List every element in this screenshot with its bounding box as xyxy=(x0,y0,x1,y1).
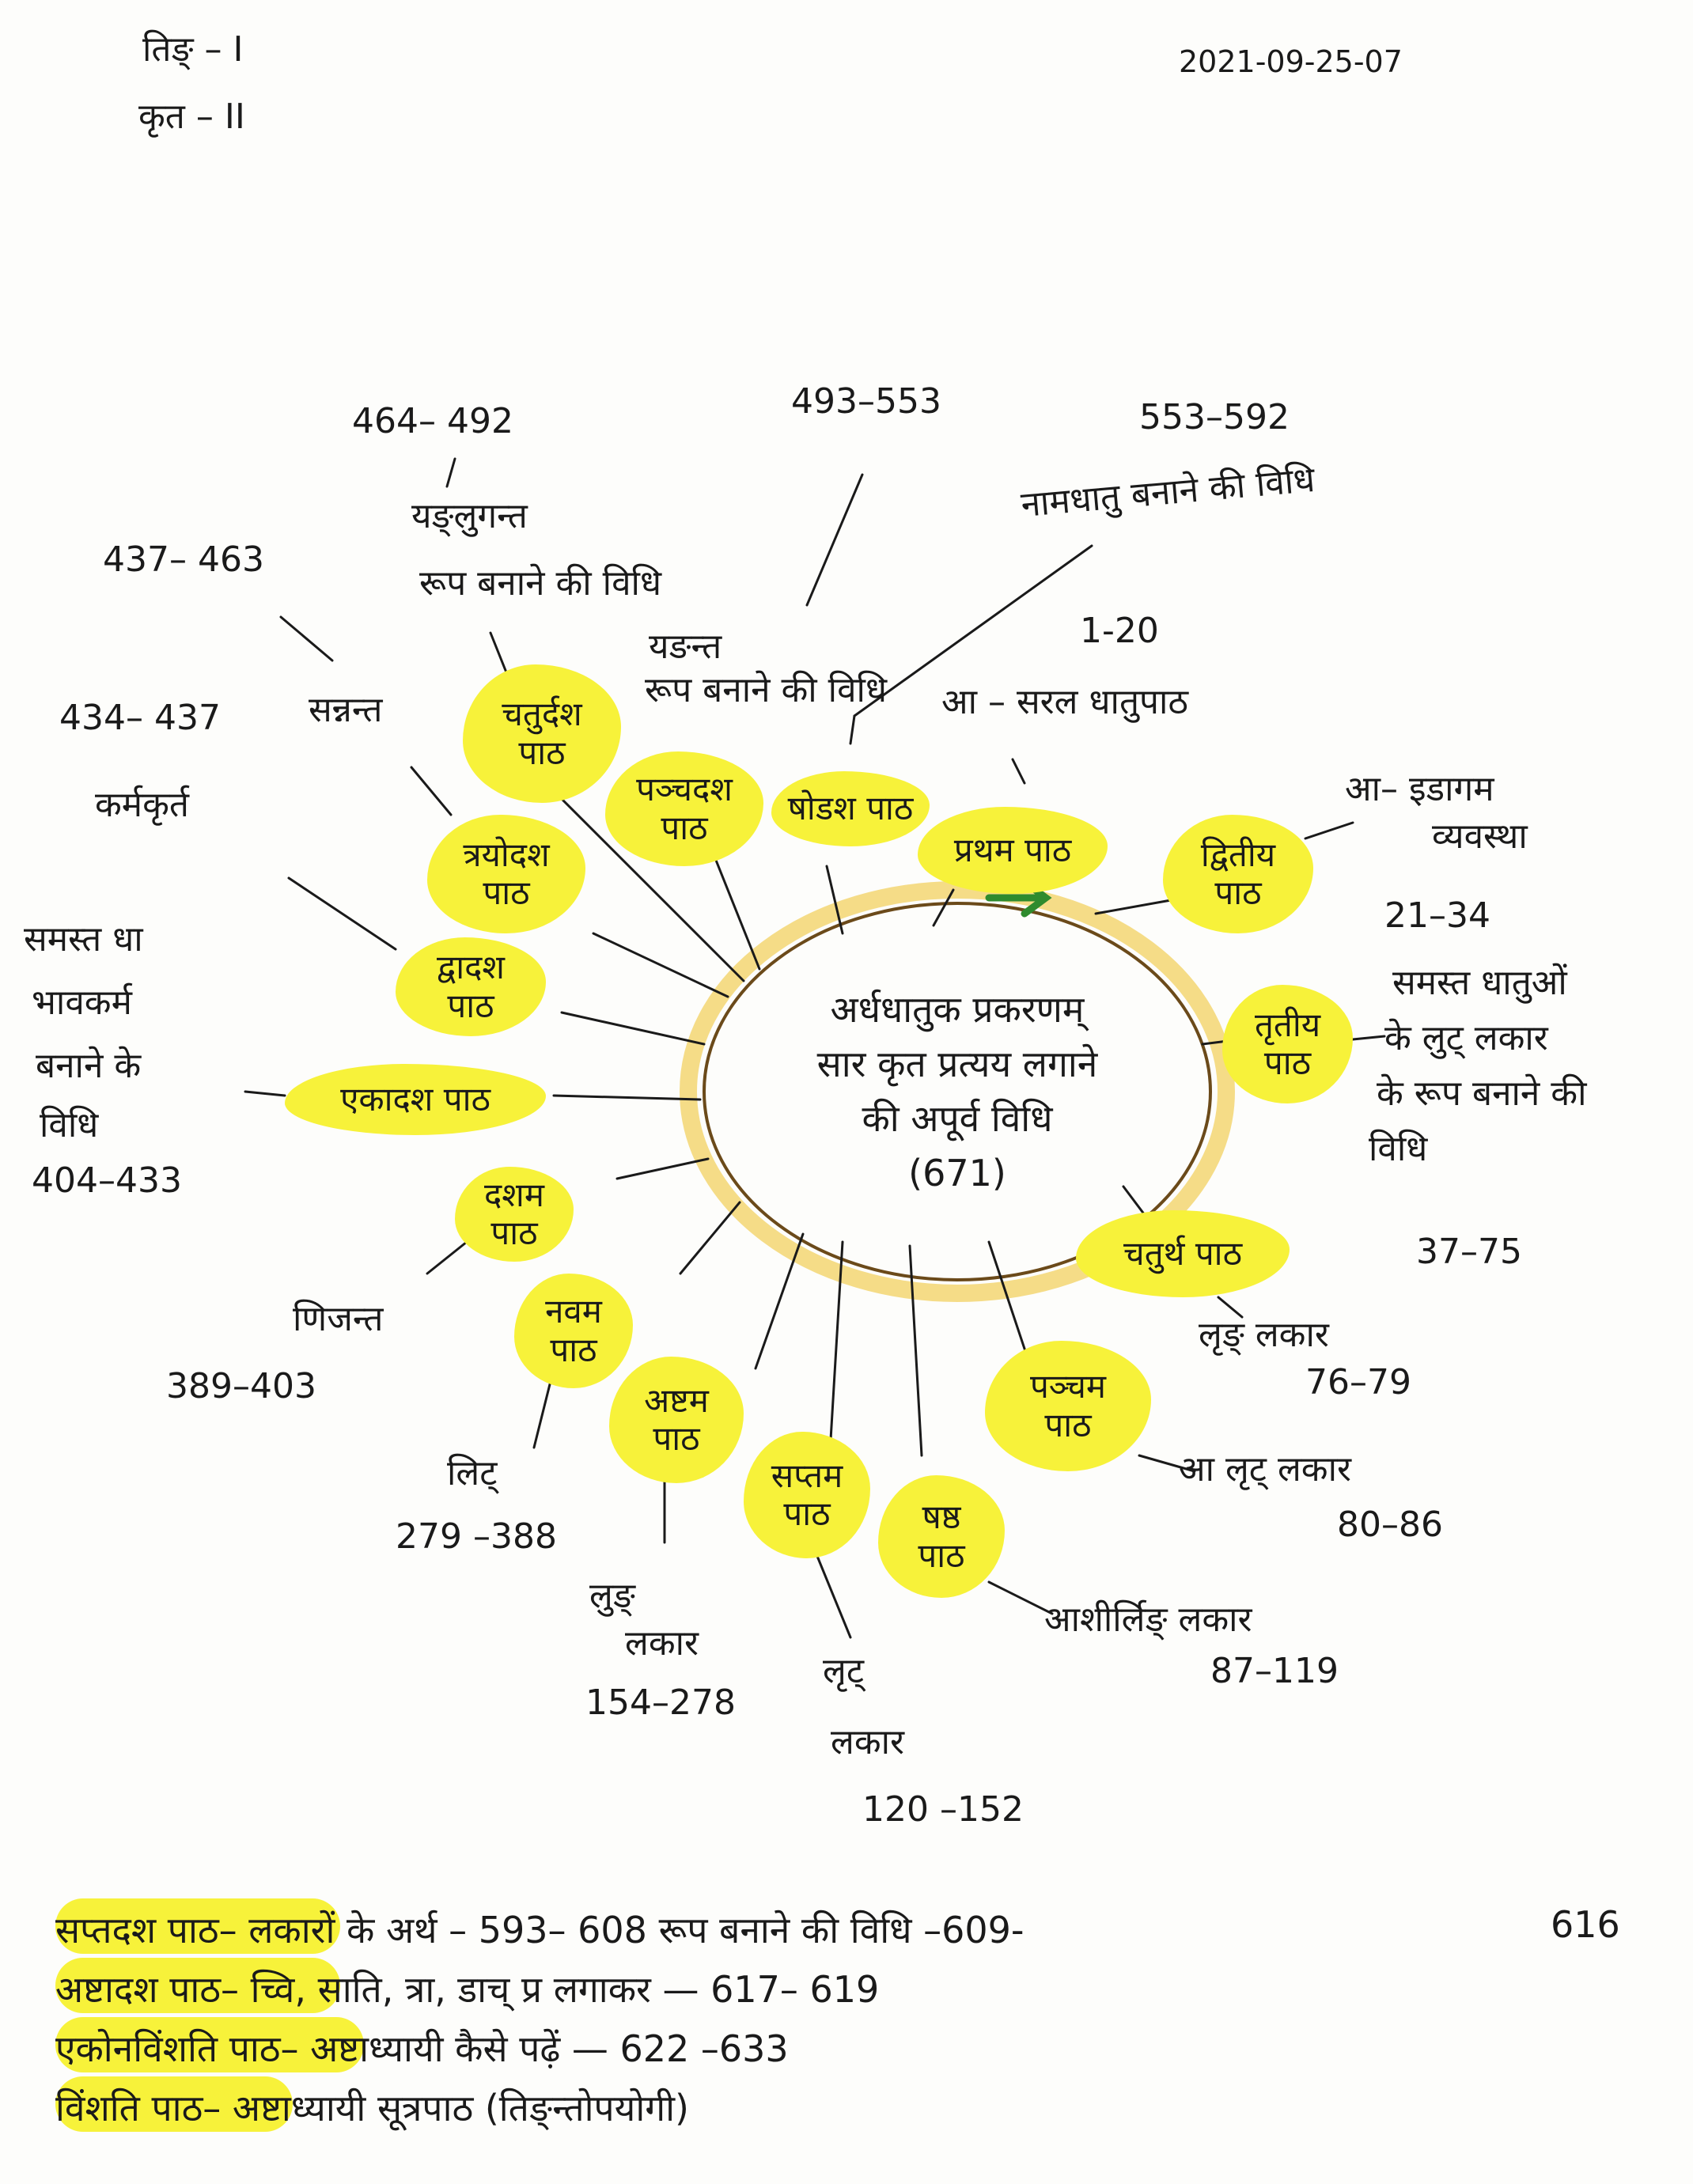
saptama-label1: लृट् xyxy=(823,1651,865,1691)
shashtha-label: आशीर्लिङ् लकार xyxy=(1044,1599,1252,1640)
date-label: 2021-09-25-07 xyxy=(1179,44,1403,79)
navama-label: लिट् xyxy=(447,1453,498,1493)
dvitiya-title1: आ– इडागम xyxy=(1345,769,1494,809)
prathama-range: 1-20 xyxy=(1080,611,1159,651)
center-line2: सार कृत प्रत्यय लगाने xyxy=(816,1043,1098,1085)
panchadasha-label1: यङन्त xyxy=(649,626,722,667)
ashtama-label1: लुङ् xyxy=(589,1576,635,1616)
bottom-highlight-4 xyxy=(55,2076,293,2132)
bottom-row-1-cont: 616 xyxy=(1551,1903,1620,1946)
ekadasha-label1: समस्त धा xyxy=(24,919,143,960)
saptama-range: 120 –152 xyxy=(862,1789,1024,1830)
chaturtha-label: लृङ् लकार xyxy=(1199,1315,1329,1355)
dvitiya-title2: व्यवस्था xyxy=(1432,816,1528,857)
center-line3: की अपूर्व विधि xyxy=(862,1097,1053,1140)
dashama-range: 389–403 xyxy=(166,1366,316,1406)
ashtama-label2: लकार xyxy=(625,1623,699,1664)
tritiya-l1: समस्त धातुओं xyxy=(1392,963,1567,1003)
center-ellipse xyxy=(703,902,1212,1281)
shodasha-range: 553–592 xyxy=(1139,397,1290,437)
panchama-range: 80–86 xyxy=(1337,1505,1443,1545)
dashama-label: णिजन्त xyxy=(293,1299,384,1339)
trayodasha-range: 437– 463 xyxy=(103,539,264,580)
bottom-highlight-3 xyxy=(55,2017,364,2072)
bottom-highlight-2 xyxy=(55,1958,340,2013)
panchadasha-label2: रूप बनाने की विधि xyxy=(645,670,888,710)
tritiya-l3: के रूप बनाने की xyxy=(1377,1073,1587,1114)
bottom-row-1: सप्तदश पाठ– लकारों के अर्थ – 593– 608 रू… xyxy=(55,1909,1025,1951)
bottom-row-3: एकोनविंशति पाठ– अष्टाध्यायी कैसे पढ़ें —… xyxy=(55,2027,789,2070)
ekadasha-range: 404–433 xyxy=(32,1160,182,1201)
center-line1: अर्धधातुक प्रकरणम् xyxy=(830,988,1085,1031)
tinga-label: तिङ् – I xyxy=(142,29,244,70)
node-shodasha: षोडश पाठ xyxy=(771,771,930,846)
center-line4: (671) xyxy=(908,1152,1006,1194)
tritiya-l4: विधि xyxy=(1369,1129,1428,1169)
center-ellipse-glow xyxy=(680,881,1235,1302)
saptama-label2: लकार xyxy=(831,1722,905,1762)
chaturtha-range: 76–79 xyxy=(1305,1362,1411,1402)
node-chaturtha: चतुर्थ पाठ xyxy=(1076,1210,1290,1297)
tritiya-range: 37–75 xyxy=(1416,1232,1522,1272)
ekadasha-label2: भावकर्म xyxy=(32,982,132,1023)
chaturdasha-range: 464– 492 xyxy=(352,401,513,441)
dvadasha-range: 434– 437 xyxy=(59,698,221,738)
tritiya-l2: के लुट् लकार xyxy=(1384,1018,1548,1058)
ekadasha-label3: बनाने के xyxy=(36,1046,142,1086)
ashtama-range: 154–278 xyxy=(585,1682,736,1723)
bottom-highlight-1 xyxy=(55,1898,340,1954)
panchadasha-range: 493–553 xyxy=(791,381,941,422)
bottom-row-4: विंशति पाठ– अष्टाध्यायी सूत्रपाठ (तिङ्न्… xyxy=(55,2087,689,2129)
trayodasha-label: सन्नन्त xyxy=(309,690,383,730)
navama-range: 279 –388 xyxy=(396,1516,557,1557)
kridanta-label: कृत – II xyxy=(138,97,245,137)
dvitiya-range: 21–34 xyxy=(1384,895,1490,936)
center-topic: अर्धधातुक प्रकरणम् सार कृत प्रत्यय लगाने… xyxy=(704,910,1210,1274)
bottom-row-2: अष्टादश पाठ– च्वि, साति, त्रा, डाच् प्र … xyxy=(55,1968,880,2011)
panchama-label: आ लृट् लकार xyxy=(1179,1449,1351,1489)
ekadasha-label4: विधि xyxy=(40,1105,99,1145)
prathama-title: आ – सरल धातुपाठ xyxy=(941,682,1188,722)
dvadasha-label: कर्मकृर्त xyxy=(95,785,189,825)
chaturdasha-label2: रूप बनाने की विधि xyxy=(419,563,662,604)
shashtha-range: 87–119 xyxy=(1210,1651,1339,1691)
chaturdasha-label1: यङ्लुगन्त xyxy=(411,496,528,536)
node-prathama: प्रथम पाठ xyxy=(918,807,1108,894)
node-ekadasha: एकादश पाठ xyxy=(285,1064,546,1135)
